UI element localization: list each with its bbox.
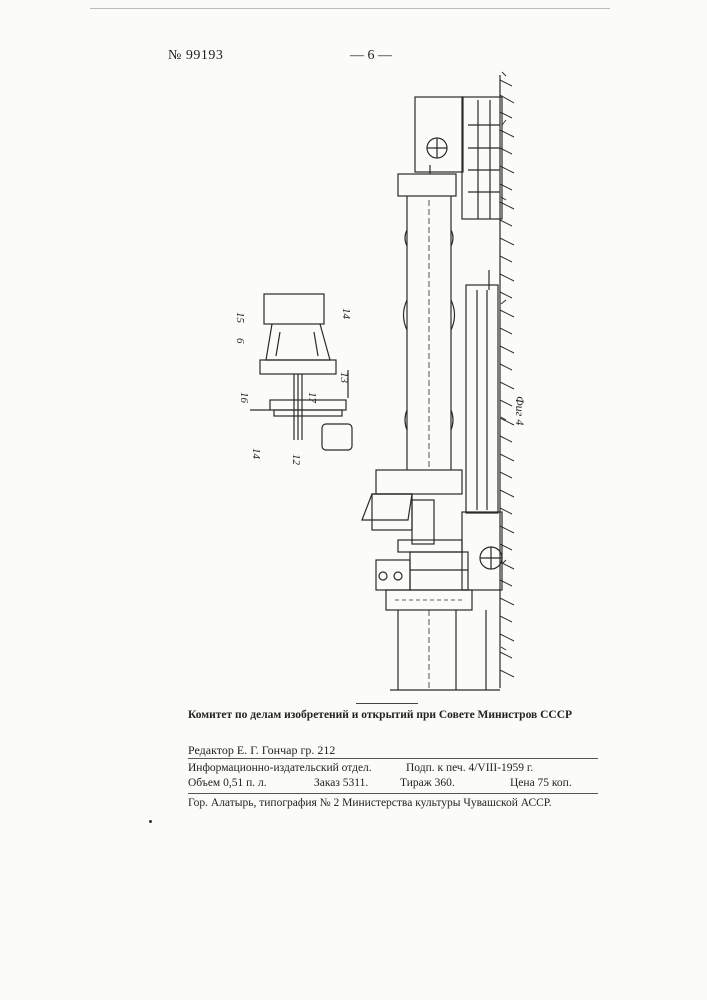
committee-line: Комитет по делам изобретений и открытий … bbox=[188, 709, 572, 721]
part-number-label: 6 bbox=[234, 338, 246, 344]
main-shaft bbox=[404, 196, 455, 470]
imprint-signed: Подп. к печ. 4/VIII-1959 г. bbox=[406, 762, 533, 774]
imprint-dept: Информационно-издательский отдел. bbox=[188, 762, 372, 774]
imprint-top-rule bbox=[188, 758, 598, 759]
stray-mark bbox=[149, 820, 152, 823]
detail-view bbox=[250, 294, 352, 450]
part-number-label: 12 bbox=[290, 454, 302, 465]
base-pedestal bbox=[390, 610, 500, 690]
part-number-label: 14 bbox=[250, 448, 262, 459]
editor-line: Редактор Е. Г. Гончар гр. 212 bbox=[188, 743, 335, 758]
separator-rule bbox=[356, 703, 418, 704]
figure-label: Фиг 4 bbox=[512, 396, 527, 425]
part-number-label: 13 bbox=[338, 372, 350, 383]
part-number-label: 14 bbox=[340, 308, 352, 319]
part-number-label: 17 bbox=[306, 392, 318, 403]
imprint-volume: Объем 0,51 п. л. bbox=[188, 777, 267, 789]
lower-carriage bbox=[362, 470, 502, 610]
part-number-label: 15 bbox=[234, 312, 246, 323]
imprint-bottom-rule bbox=[188, 793, 598, 794]
top-head-unit bbox=[398, 97, 502, 219]
guide-rail bbox=[466, 270, 498, 513]
imprint-print-run: Тираж 360. bbox=[400, 777, 455, 789]
printer-line: Гор. Алатырь, типография № 2 Министерств… bbox=[188, 797, 598, 809]
imprint-order: Заказ 5311. bbox=[314, 777, 368, 789]
part-number-label: 16 bbox=[238, 392, 250, 403]
imprint-price: Цена 75 коп. bbox=[510, 777, 572, 789]
